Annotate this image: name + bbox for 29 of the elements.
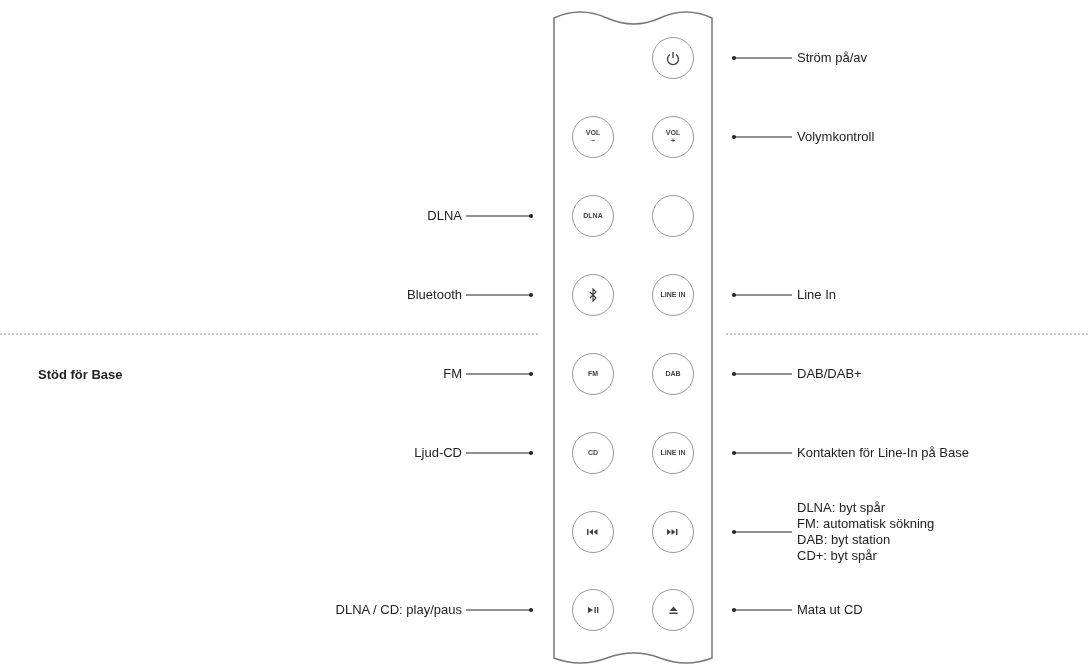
leader-line: [465, 372, 533, 376]
remote-control: [553, 10, 713, 666]
leader-line: [732, 372, 793, 376]
section-heading: Stöd för Base: [38, 366, 123, 384]
leader-line: [465, 451, 533, 455]
label-text: DAB/DAB+: [797, 366, 862, 382]
label-text: DLNA: byt spår: [797, 500, 886, 516]
leader-line: [732, 135, 793, 139]
label-text: Ström på/av: [797, 50, 868, 66]
leader-line: [732, 293, 793, 297]
label-text: DLNA: [427, 208, 462, 224]
label-text: DAB: byt station: [797, 532, 891, 548]
leader-line: [732, 451, 793, 455]
label-text: Kontakten för Line-In på Base: [797, 445, 969, 461]
label-text: Line In: [797, 287, 837, 303]
label-text: Bluetooth: [407, 287, 462, 303]
leader-line: [732, 56, 793, 60]
label-text: FM: automatisk sökning: [797, 516, 935, 532]
leader-line: [465, 608, 533, 612]
label-text: FM: [443, 366, 462, 382]
label-text: CD+: byt spår: [797, 548, 877, 564]
label-text: Ljud-CD: [414, 445, 462, 461]
leader-line: [465, 214, 533, 218]
label-text: Volymkontroll: [797, 129, 875, 145]
label-text: Mata ut CD: [797, 602, 863, 618]
leader-line: [465, 293, 533, 297]
leader-line: [732, 608, 793, 612]
label-text: DLNA / CD: play/paus: [335, 602, 462, 618]
leader-line: [732, 530, 793, 534]
